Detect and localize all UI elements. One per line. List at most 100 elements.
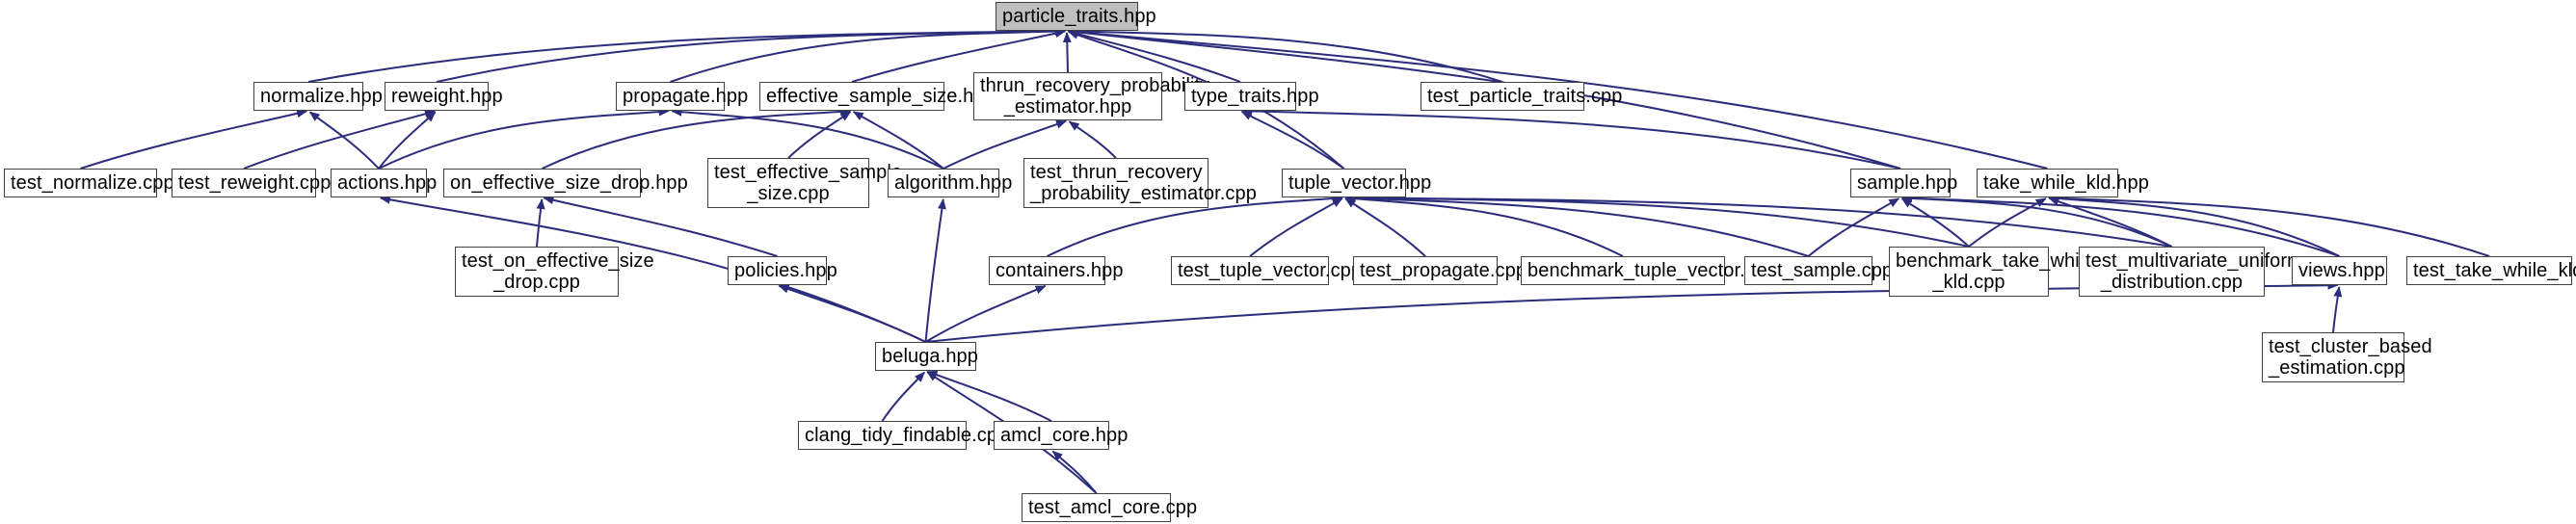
graph-node-test_particle_traits[interactable]: test_particle_traits.cpp: [1421, 82, 1623, 111]
graph-node-policies[interactable]: policies.hpp: [728, 256, 837, 285]
graph-node-label: take_while_kld.hpp: [1983, 171, 2149, 194]
graph-node-particle_traits[interactable]: particle_traits.hpp: [996, 2, 1156, 31]
graph-edge-algorithm-to-effective_sample_size: [852, 111, 944, 170]
graph-node-type_traits[interactable]: type_traits.hpp: [1184, 82, 1319, 111]
graph-node-test_effective_sample_size[interactable]: test_effective_sample _size.cpp: [707, 158, 903, 208]
graph-node-label: test_particle_traits.cpp: [1427, 85, 1623, 107]
graph-node-actions[interactable]: actions.hpp: [331, 169, 438, 197]
graph-node-take_while_kld[interactable]: take_while_kld.hpp: [1977, 169, 2149, 197]
graph-node-label: normalize.hpp: [260, 85, 383, 107]
graph-node-label: sample.hpp: [1857, 171, 1958, 194]
graph-node-label: test_amcl_core.cpp: [1028, 496, 1198, 518]
graph-node-containers[interactable]: containers.hpp: [989, 256, 1124, 285]
graph-node-label: test_propagate.cpp: [1360, 259, 1527, 281]
graph-node-benchmark_take_while_kld[interactable]: benchmark_take_while _kld.cpp: [1889, 247, 2095, 297]
graph-edge-views-to-take_while_kld: [2048, 194, 2340, 257]
graph-node-thrun_recovery_probability_estimator[interactable]: thrun_recovery_probability _estimator.hp…: [973, 72, 1210, 120]
graph-node-test_cluster_based_estimation[interactable]: test_cluster_based _estimation.cpp: [2262, 332, 2432, 382]
graph-node-label: benchmark_tuple_vector.cpp: [1527, 259, 1777, 281]
graph-node-label: views.hpp: [2298, 259, 2385, 281]
graph-edge-actions-to-reweight: [378, 111, 437, 170]
graph-node-tuple_vector[interactable]: tuple_vector.hpp: [1282, 169, 1432, 197]
graph-edge-beluga-to-algorithm: [924, 197, 946, 343]
graph-node-label: tuple_vector.hpp: [1288, 171, 1432, 194]
graph-edge-sample-to-type_traits: [1240, 106, 1901, 170]
graph-node-beluga[interactable]: beluga.hpp: [875, 342, 978, 371]
graph-edge-beluga-to-containers: [924, 284, 1047, 343]
graph-node-algorithm[interactable]: algorithm.hpp: [888, 169, 1012, 197]
graph-edge-algorithm-to-thrun_recovery_probability_estimator: [943, 119, 1068, 170]
graph-edge-containers-to-tuple_vector: [1047, 194, 1343, 257]
graph-node-label: test_reweight.cpp: [178, 171, 332, 194]
graph-edge-type_traits-to-particle_traits: [1067, 29, 1241, 83]
graph-edge-tuple_vector-to-type_traits: [1240, 111, 1345, 170]
graph-edge-test_effective_sample_size-to-effective_sample_size: [787, 111, 852, 159]
graph-node-views[interactable]: views.hpp: [2292, 256, 2387, 285]
graph-node-test_on_effective_size_drop[interactable]: test_on_effective_size _drop.cpp: [455, 247, 654, 297]
graph-edge-algorithm-to-propagate: [671, 107, 944, 170]
graph-edge-clang_tidy_findable-to-beluga: [881, 371, 925, 422]
graph-node-label: test_take_while_kld.cpp: [2413, 259, 2576, 281]
graph-node-sample[interactable]: sample.hpp: [1850, 169, 1958, 197]
graph-edge-test_tuple_vector-to-tuple_vector: [1249, 197, 1343, 257]
graph-node-reweight[interactable]: reweight.hpp: [385, 82, 503, 111]
graph-node-label: propagate.hpp: [623, 85, 749, 107]
graph-node-label: on_effective_size_drop.hpp: [450, 171, 688, 194]
graph-node-label: test_thrun_recovery _probability_estimat…: [1030, 161, 1257, 204]
graph-node-test_normalize[interactable]: test_normalize.cpp: [4, 169, 174, 197]
graph-node-test_reweight[interactable]: test_reweight.cpp: [172, 169, 332, 197]
graph-edge-test_normalize-to-normalize: [80, 109, 308, 170]
graph-node-benchmark_tuple_vector[interactable]: benchmark_tuple_vector.cpp: [1521, 256, 1777, 285]
graph-edge-test_thrun_recovery_probability_estimator-to-thrun_recovery_probability_estimator: [1068, 120, 1117, 159]
graph-edge-views-to-sample: [1900, 194, 2340, 257]
graph-node-test_sample[interactable]: test_sample.cpp: [1744, 256, 1894, 285]
graph-node-test_multivariate_uniform_distribution[interactable]: test_multivariate_uniform _distribution.…: [2079, 247, 2303, 297]
graph-node-label: reweight.hpp: [391, 85, 503, 107]
graph-edge-actions-to-normalize: [308, 111, 380, 170]
graph-node-label: test_sample.cpp: [1751, 259, 1894, 281]
graph-node-label: test_on_effective_size _drop.cpp: [462, 249, 654, 293]
graph-node-label: beluga.hpp: [882, 345, 978, 367]
graph-node-test_tuple_vector[interactable]: test_tuple_vector.cpp: [1171, 256, 1363, 285]
graph-edge-sample-to-particle_traits: [1067, 27, 1901, 170]
graph-node-clang_tidy_findable[interactable]: clang_tidy_findable.cpp: [798, 421, 1009, 450]
graph-node-label: type_traits.hpp: [1191, 85, 1319, 107]
graph-node-test_propagate[interactable]: test_propagate.cpp: [1353, 256, 1527, 285]
graph-node-label: test_normalize.cpp: [11, 171, 174, 194]
graph-node-test_amcl_core[interactable]: test_amcl_core.cpp: [1022, 493, 1198, 522]
graph-edge-test_multivariate_uniform_distribution-to-take_while_kld: [2048, 196, 2172, 248]
graph-node-label: actions.hpp: [337, 171, 438, 194]
graph-edge-on_effective_size_drop-to-effective_sample_size: [542, 107, 852, 170]
graph-edge-amcl_core-to-beluga: [926, 370, 1052, 422]
graph-node-label: test_tuple_vector.cpp: [1178, 259, 1363, 281]
graph-node-label: effective_sample_size.hpp: [766, 85, 996, 107]
graph-edge-test_cluster_based_estimation-to-views: [2332, 285, 2343, 333]
graph-node-label: thrun_recovery_probability _estimator.hp…: [980, 74, 1210, 118]
graph-node-label: particle_traits.hpp: [1002, 5, 1156, 27]
graph-edge-effective_sample_size-to-particle_traits: [851, 29, 1067, 83]
graph-edge-reweight-to-particle_traits: [436, 26, 1067, 83]
graph-edge-thrun_recovery_probability_estimator-to-particle_traits: [1062, 31, 1072, 73]
graph-node-label: test_cluster_based _estimation.cpp: [2269, 335, 2432, 379]
graph-node-effective_sample_size[interactable]: effective_sample_size.hpp: [759, 82, 996, 111]
graph-node-test_thrun_recovery_probability_estimator[interactable]: test_thrun_recovery _probability_estimat…: [1023, 158, 1257, 208]
graph-edge-benchmark_take_while_kld-to-take_while_kld: [1968, 197, 2047, 248]
graph-node-amcl_core[interactable]: amcl_core.hpp: [994, 421, 1129, 450]
graph-node-on_effective_size_drop[interactable]: on_effective_size_drop.hpp: [443, 169, 688, 197]
graph-edge-test_particle_traits-to-particle_traits: [1067, 27, 1503, 83]
graph-node-label: containers.hpp: [996, 259, 1124, 281]
graph-edge-test_amcl_core-to-amcl_core: [1051, 450, 1098, 494]
graph-node-label: test_effective_sample _size.cpp: [714, 161, 903, 204]
graph-node-label: policies.hpp: [734, 259, 837, 281]
graph-node-label: benchmark_take_while _kld.cpp: [1896, 249, 2095, 293]
graph-node-propagate[interactable]: propagate.hpp: [616, 82, 749, 111]
graph-edge-tuple_vector-to-particle_traits: [1067, 30, 1345, 170]
graph-edge-test_on_effective_size_drop-to-on_effective_size_drop: [536, 197, 545, 248]
graph-node-test_take_while_kld[interactable]: test_take_while_kld.cpp: [2406, 256, 2576, 285]
graph-edge-take_while_kld-to-particle_traits: [1067, 27, 2048, 170]
graph-node-label: amcl_core.hpp: [1000, 424, 1129, 446]
graph-node-normalize[interactable]: normalize.hpp: [253, 82, 383, 111]
graph-node-label: clang_tidy_findable.cpp: [805, 424, 1009, 446]
